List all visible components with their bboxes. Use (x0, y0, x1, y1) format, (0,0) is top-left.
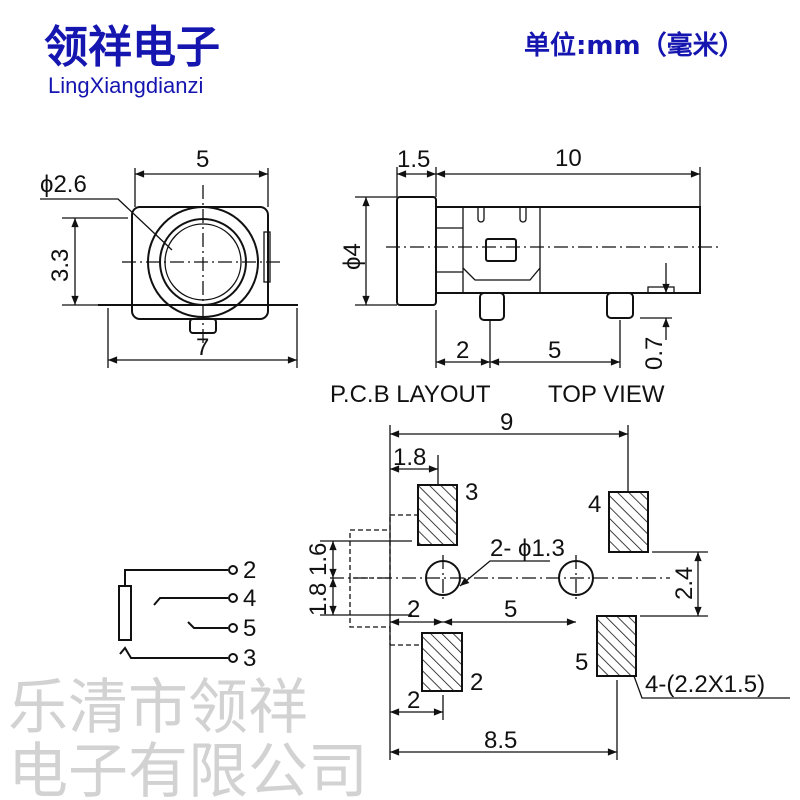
dim-hole-diameter: ϕ2.6 (40, 171, 87, 198)
dim-pin-offset: 2 (456, 337, 469, 364)
pad-label-2: 2 (470, 669, 483, 696)
unit-label: 单位:mm（毫米） (524, 30, 745, 61)
watermark-line-2: 电子有限公司 (8, 737, 368, 800)
brand-name-cn: 领祥电子 (44, 22, 220, 73)
dim-hole-spacing: 5 (504, 596, 517, 623)
pad-label-4: 4 (588, 491, 601, 518)
dim-upper-height: 1.6 (305, 543, 332, 576)
pad-label-3: 3 (465, 479, 478, 506)
dim-pad-gap: 2.4 (671, 567, 698, 600)
pcb-layout: 9 1.8 3 4 2 5 2- ϕ1.3 2 5 2.4 1.6 1.8 (305, 409, 790, 760)
watermark-line-1: 乐清市领祥 (8, 673, 308, 743)
pad-5 (596, 615, 637, 677)
dim-overall-width: 9 (500, 409, 513, 436)
side-view: 1.5 10 ϕ4 2 5 0.7 (339, 145, 718, 370)
pin-5-terminal (228, 623, 238, 633)
dim-front-width: 5 (196, 146, 209, 173)
dim-standoff: 0.7 (641, 337, 668, 370)
hole-label: 2- ϕ1.3 (490, 535, 565, 562)
dim-pad-offset-top: 1.8 (393, 444, 426, 471)
pin-label-3: 3 (243, 645, 256, 672)
dim-pad-offset-bottom: 2 (407, 687, 420, 714)
pcb-layout-title: P.C.B LAYOUT (330, 381, 491, 408)
pin-2-terminal (228, 565, 238, 575)
dim-flange-width: 7 (196, 334, 209, 361)
pad-3 (417, 484, 458, 546)
dim-flange-thickness: 1.5 (397, 146, 430, 173)
dim-pin-spacing: 5 (548, 337, 561, 364)
watermark: 乐清市领祥 电子有限公司 (8, 673, 368, 800)
top-view-title: TOP VIEW (548, 381, 665, 408)
dim-lower-height: 1.8 (305, 583, 332, 616)
pin-label-2: 2 (243, 557, 256, 584)
dim-diameter: ϕ4 (339, 243, 366, 270)
pad-label-5: 5 (575, 649, 588, 676)
dim-front-height: 3.3 (47, 249, 74, 282)
brand-name-en: LingXiangdianzi (48, 73, 203, 98)
front-view: 5 ϕ2.6 3.3 7 (40, 146, 298, 368)
dim-hole-offset: 2 (407, 596, 420, 623)
pad-size-label: 4-(2.2X1.5) (645, 671, 765, 698)
pin-schematic: 2 4 5 3 (118, 557, 256, 672)
pad-2 (421, 632, 463, 692)
dim-body-length: 10 (555, 145, 582, 172)
pin-4-terminal (228, 593, 238, 603)
pin-3-terminal (228, 653, 238, 663)
pad-4 (608, 491, 649, 553)
pin-label-4: 4 (243, 585, 256, 612)
pin-label-5: 5 (243, 615, 256, 642)
dim-bottom-width: 8.5 (484, 727, 517, 754)
